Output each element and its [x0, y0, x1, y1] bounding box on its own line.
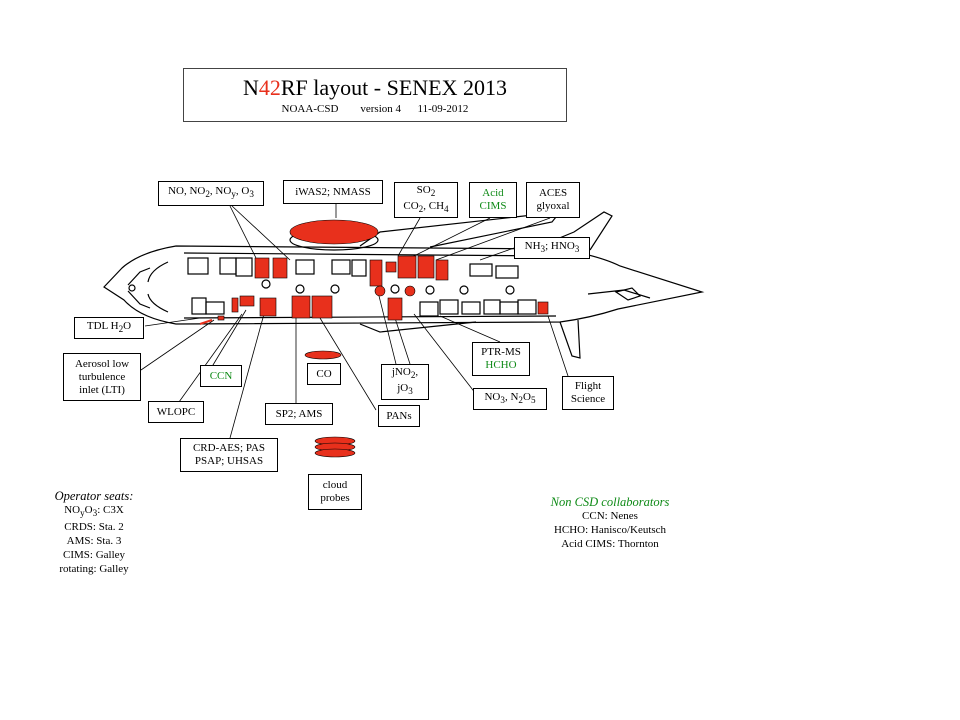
label-tdl-h2o: TDL H2O [74, 317, 144, 339]
collaborator-ccn: CCN: Nenes [582, 510, 638, 522]
collaborator-acid-cims: Acid CIMS: Thornton [561, 538, 659, 550]
label-no3-n2o5: NO3, N2O5 [473, 388, 547, 410]
operator-seat-crds: CRDS: Sta. 2 [64, 521, 124, 534]
title-box: N42RF layout - SENEX 2013 NOAA-CSD versi… [183, 68, 567, 122]
rack-aces [417, 255, 435, 279]
label-pans: PANs [378, 405, 420, 427]
label-sp2-ams: SP2; AMS [265, 403, 333, 425]
rack-no-noy-o3 [254, 257, 270, 279]
rack-nh3 [435, 259, 449, 281]
rack-pans [387, 297, 403, 321]
rack-flight-science [537, 301, 549, 315]
rack-so2-small [385, 261, 397, 273]
operator-seat-ams: AMS: Sta. 3 [66, 535, 122, 548]
diagram-title: N42RF layout - SENEX 2013 [242, 75, 507, 100]
rack-no-noy-o3-2 [272, 257, 288, 279]
rack-so2 [369, 259, 383, 287]
rack-crd-aes [259, 297, 277, 317]
cloud-probe-disc-3 [314, 448, 356, 458]
operator-seat-rotating: rotating: Galley [59, 563, 129, 576]
label-so2-co2-ch4: SO2 CO2, CH4 [394, 182, 458, 218]
aerosol-inlet-marker [199, 319, 213, 325]
rack-acid-cims [397, 255, 417, 279]
fuselage-outline [103, 211, 705, 359]
jno2-sensor-top [374, 285, 386, 297]
label-wlopc: WLOPC [148, 401, 204, 423]
rack-ams [311, 295, 333, 319]
rack-wlopc [239, 295, 255, 307]
rack-ccn [231, 297, 239, 313]
collaborators-heading: Non CSD collaborators [550, 495, 670, 509]
label-iwas2-nmass: iWAS2; NMASS [283, 180, 383, 204]
instrument-racks [217, 219, 549, 458]
rack-sp2 [291, 295, 311, 319]
collaborators-list: Non CSD collaborators CCN: Nenes HCHO: H… [520, 495, 700, 551]
label-no-noy-o3: NO, NO2, NOy, O3 [158, 181, 264, 206]
operator-seats-list: Operator seats: NOyO3: C3X CRDS: Sta. 2 … [34, 489, 154, 576]
label-jno2-jo3: jNO2, jO3 [381, 364, 429, 400]
co-symbol [304, 350, 342, 360]
diagram-subtitle: NOAA-CSD version 4 11-09-2012 [281, 103, 469, 115]
operator-seat-noyo3: NOyO3: C3X [64, 504, 124, 519]
leader-lines [140, 204, 569, 439]
operator-seats-heading: Operator seats: [54, 489, 134, 503]
collaborator-hcho: HCHO: Hanisco/Keutsch [553, 524, 667, 536]
title-tail-number: 42 [258, 75, 281, 100]
tdl-inlet [217, 315, 225, 321]
label-co: CO [307, 363, 341, 385]
jno2-sensor-side [404, 285, 416, 297]
operator-seat-cims: CIMS: Galley [62, 549, 126, 562]
iwas2-rotating-pod [289, 219, 379, 245]
label-ccn: CCN [200, 365, 242, 387]
label-nh3-hno3: NH3; HNO3 [514, 237, 590, 259]
